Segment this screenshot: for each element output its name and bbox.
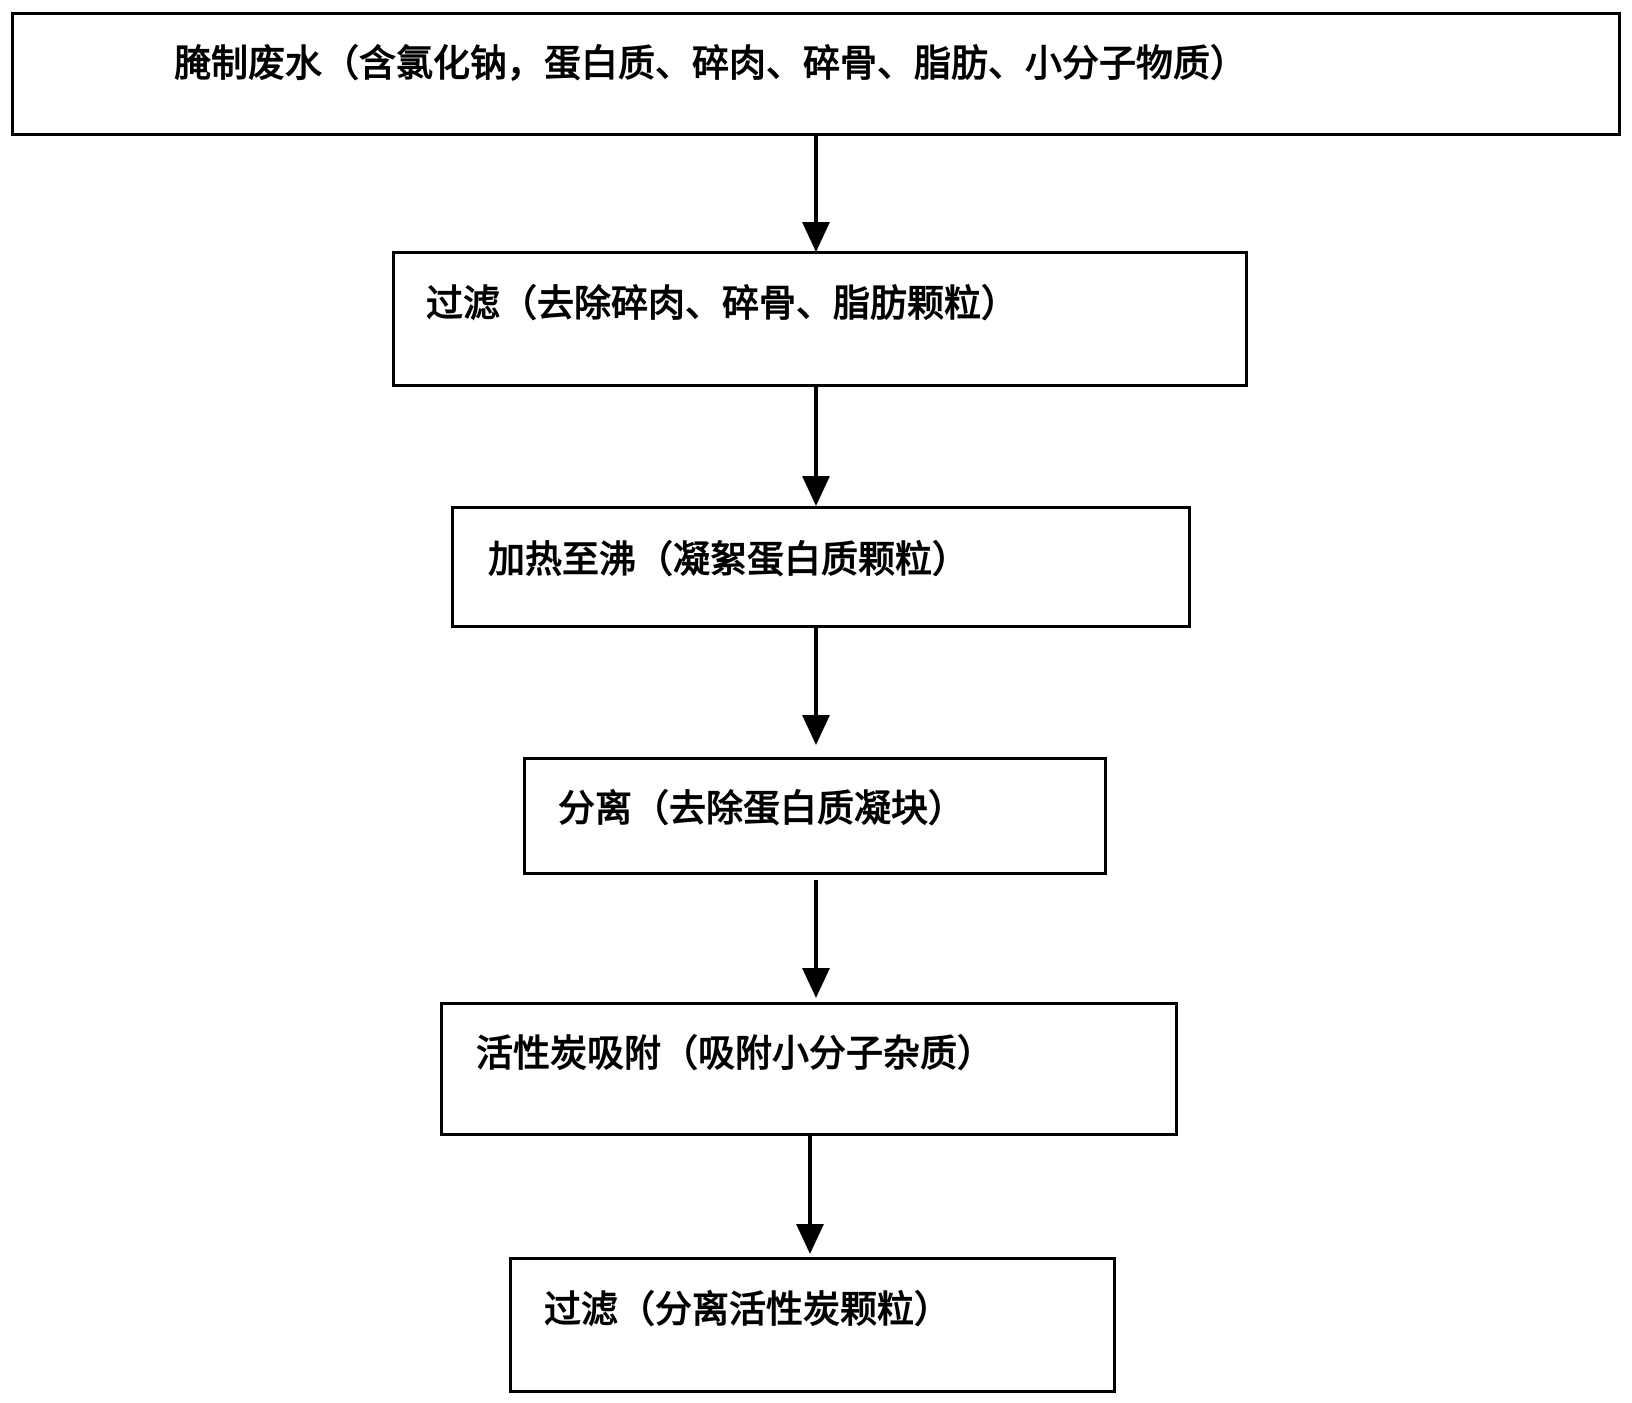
step-label-heat-to-boil: 加热至沸（凝絮蛋白质颗粒） <box>488 538 969 581</box>
arrow-1 <box>802 136 830 252</box>
step-box-separation: 分离（去除蛋白质凝块） <box>523 757 1107 875</box>
step-box-pickling-wastewater: 腌制废水（含氯化钠，蛋白质、碎肉、碎骨、脂肪、小分子物质） <box>11 12 1621 136</box>
arrow-3 <box>802 628 830 745</box>
arrow-4 <box>802 880 830 998</box>
arrow-2 <box>802 387 830 506</box>
step-box-activated-carbon: 活性炭吸附（吸附小分子杂质） <box>440 1002 1178 1136</box>
step-box-filtration-2: 过滤（分离活性炭颗粒） <box>509 1257 1116 1393</box>
step-box-heat-to-boil: 加热至沸（凝絮蛋白质颗粒） <box>451 506 1191 628</box>
step-label-filtration-1: 过滤（去除碎肉、碎骨、脂肪颗粒） <box>426 282 1018 325</box>
arrow-5 <box>796 1136 824 1254</box>
step-label-filtration-2: 过滤（分离活性炭颗粒） <box>544 1288 951 1331</box>
step-label-activated-carbon: 活性炭吸附（吸附小分子杂质） <box>476 1032 994 1075</box>
step-label-separation: 分离（去除蛋白质凝块） <box>558 787 965 830</box>
step-box-filtration-1: 过滤（去除碎肉、碎骨、脂肪颗粒） <box>392 251 1248 387</box>
step-label-pickling-wastewater: 腌制废水（含氯化钠，蛋白质、碎肉、碎骨、脂肪、小分子物质） <box>174 42 1247 85</box>
